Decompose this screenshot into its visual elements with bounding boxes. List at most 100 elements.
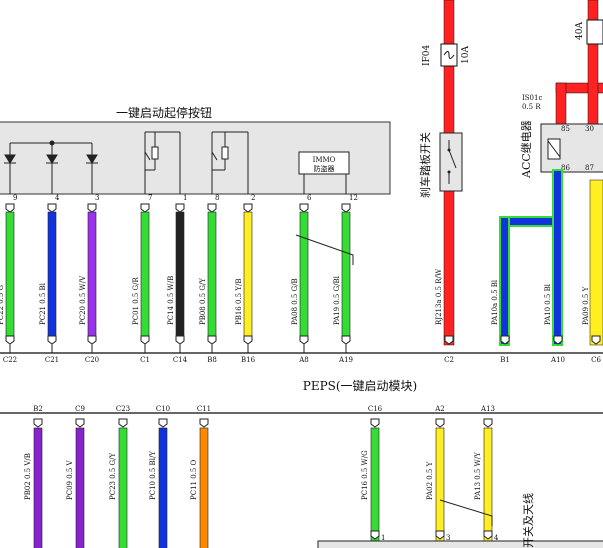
wire-connector-top: [75, 418, 85, 428]
peps-pin-label: A13: [480, 405, 495, 413]
fuse-if04-name: IF04: [422, 44, 432, 66]
wire-connector-bottom: [175, 335, 185, 345]
relay-pin-30: 30: [585, 125, 594, 133]
wire-c23: [118, 427, 128, 548]
wire-connector-bottom: [435, 530, 445, 540]
wire-connector-top: [175, 203, 185, 213]
peps-pin-label: C14: [173, 356, 188, 364]
wire-code-label: PA08 0.5 G/B: [291, 278, 299, 325]
wire-code-label: PA19 0.5 G/Bl: [333, 275, 341, 325]
fuse-40a: 40A: [575, 22, 585, 40]
wire-code-label: PA13 0.5 W/Y: [474, 452, 482, 500]
start-button-title: 一键启动起停按钮: [116, 105, 212, 120]
top-pin-label: 6: [307, 194, 312, 202]
wire-code-label: PC01 0.5 G/R: [132, 276, 140, 325]
peps-pin-label: C1: [140, 356, 150, 364]
wire-code-label: PC21 0.5 Bl: [39, 282, 47, 325]
wire-connector-bottom: [243, 335, 253, 345]
wire-code-label: PB16 0.5 Y/B: [235, 279, 243, 325]
top-pin-label: 12: [349, 194, 358, 202]
wire-connector-top: [341, 203, 351, 213]
peps-pin-label: C10: [156, 405, 170, 413]
relay-pin-85: 85: [561, 125, 570, 133]
wire-connector-top: [5, 203, 15, 213]
connector-pin-label: 3: [446, 534, 450, 542]
wire-c22: [5, 211, 15, 337]
wire-a13: [483, 427, 493, 548]
wire-connector-top: [118, 418, 128, 428]
wire-connector-bottom: [5, 335, 15, 345]
wire-c20: [87, 211, 97, 337]
wire-connector-bottom: [341, 335, 351, 345]
wire-connector-top: [483, 418, 493, 428]
relay-pin-87: 87: [585, 164, 594, 172]
brake-switch: [439, 132, 463, 192]
wire-connector-bottom: [47, 335, 57, 345]
wire-b8: [207, 211, 217, 337]
peps-pin-label: B2: [33, 405, 43, 413]
is01c-label-2: 0.5 R: [522, 103, 541, 111]
peps-pin-label: B16: [241, 356, 256, 364]
wire-connector-bottom: [140, 335, 150, 345]
relay-pin-86: 86: [561, 164, 570, 172]
wire-code-label: PA10 0.5 Bl: [544, 283, 552, 325]
peps-pin-label: C6: [591, 356, 601, 364]
wire-code-label: PC14 0.5 W/B: [167, 276, 175, 325]
wire-connector-bottom: [591, 335, 601, 345]
wire-connector-top: [207, 203, 217, 213]
wire-connector-top: [87, 203, 97, 213]
peps-pin-label: C9: [75, 405, 85, 413]
wire-connector-bottom: [370, 530, 380, 540]
switch-group: [144, 131, 249, 194]
wire-c11: [199, 427, 209, 548]
wire-connector-top: [47, 203, 57, 213]
wire-code-label: PB02 0.5 V/B: [24, 453, 32, 500]
top-pin-label: 7: [148, 194, 152, 202]
peps-pin-label: C16: [368, 405, 383, 413]
wire-c1: [140, 211, 150, 337]
peps-pin-label: C2: [444, 356, 454, 364]
yellow-wire-pa09: [589, 179, 603, 346]
wire-connector-top: [243, 203, 253, 213]
immo-cn-label: 防盗器: [314, 164, 335, 173]
wire-code-label: PA10a 0.5 Bl: [491, 279, 499, 325]
blue-wire-pa10: [552, 169, 563, 346]
wire-connector-top: [299, 203, 309, 213]
peps-pin-label: B8: [207, 356, 217, 364]
wire-code-label: PA09 0.5 Y: [582, 286, 590, 325]
peps-pin-label: A8: [298, 356, 309, 364]
wire-connector-bottom: [500, 335, 510, 345]
peps-pin-label: A10: [550, 356, 565, 364]
peps-pin-label: C20: [85, 356, 99, 364]
wire-b2: [33, 427, 43, 548]
connector-pin-label: 4: [494, 534, 499, 542]
top-pin-label: 9: [13, 194, 17, 202]
wire-code-label: PB08 0.5 G/Y: [199, 278, 207, 325]
wire-code-label: PC09 0.5 V: [66, 459, 74, 500]
wire-b16: [243, 211, 253, 337]
wire-c21: [47, 211, 57, 337]
switch-antenna-connector: [317, 540, 603, 548]
wire-connector-bottom: [207, 335, 217, 345]
led-group: [4, 140, 98, 194]
bottom-twisted-marker: [439, 499, 493, 526]
wire-code-label: RJ213a 0.5 R/W: [435, 268, 443, 325]
wire-code-label: PC23 0.5 G/Y: [109, 452, 117, 500]
wire-connector-top: [140, 203, 150, 213]
wire-a8: [299, 211, 309, 337]
peps-pin-label: C21: [45, 356, 59, 364]
wire-code-label: PC16 0.5 W/G: [361, 450, 369, 500]
wire-c14: [175, 211, 185, 337]
wire-connector-bottom: [87, 335, 97, 345]
peps-pin-label: C11: [197, 405, 211, 413]
wire-code-label: PC11 0.5 O: [190, 459, 198, 500]
wire-connector-top: [435, 418, 445, 428]
twisted-pair-marker: [295, 234, 354, 265]
top-pin-label: 2: [251, 194, 255, 202]
peps-title: PEPS(一键启动模块): [303, 379, 418, 393]
wire-code-label: PC10 0.5 Bl/Y: [149, 451, 157, 500]
switch-antenna-label: 开关及天线: [521, 493, 535, 548]
